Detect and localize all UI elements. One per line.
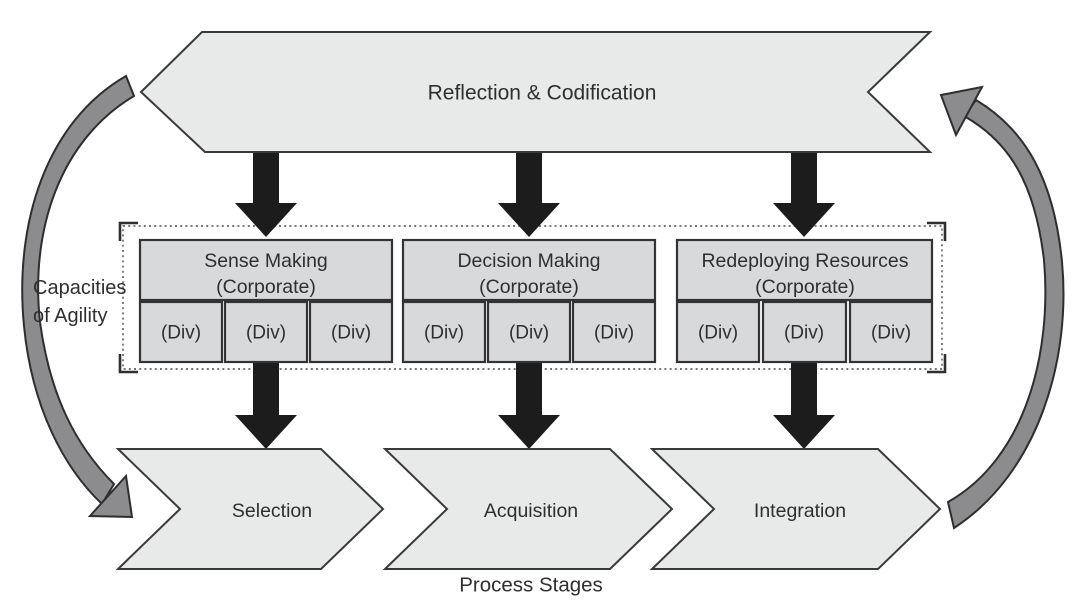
div-box [571,300,657,364]
div-box [401,300,487,364]
div-box [223,300,309,364]
group-subtitle: (Corporate) [479,276,579,298]
group-title: Decision Making [457,250,600,272]
reflection-banner-shape [139,31,933,153]
down-arrow-icon [498,153,560,237]
feedback-arrow-right-band [946,98,1065,530]
group-subtitle: (Corporate) [755,276,855,298]
div-label: (Div) [246,323,286,344]
div-box [848,300,934,364]
div-box [761,300,848,364]
down-arrow-icon [235,153,297,237]
stage-selection: Selection [115,448,385,570]
feedback-arrow-left-icon [21,74,136,519]
div-label: (Div) [331,323,371,344]
capacities-boundary-corner-marks [118,221,947,374]
group-subtitle: (Corporate) [216,276,316,298]
group-header-box [138,238,394,302]
stage-integration: Integration [649,448,942,570]
div-box [308,300,394,364]
reflection-banner-label: Reflection & Codification [428,82,657,105]
group-redeploying-resources: Redeploying Resources (Corporate) (Div) … [675,238,934,364]
div-label: (Div) [784,323,824,344]
process-stages-label: Process Stages [459,574,603,597]
stage-chevron-shape [649,448,942,570]
down-arrow-icon [773,153,835,237]
group-sense-making: Sense Making (Corporate) (Div) (Div) (Di… [138,238,394,364]
stage-label: Selection [232,500,312,522]
stage-chevron-shape [382,448,674,570]
stage-chevron-shape [115,448,385,570]
feedback-arrow-right-icon [939,85,1065,530]
group-title: Sense Making [204,250,328,272]
feedback-arrow-right-head [939,85,984,138]
capacities-boundary [122,225,943,370]
div-label: (Div) [594,323,634,344]
stage-label: Acquisition [484,500,578,522]
group-header-box [401,238,657,302]
capacities-label-line2: of Agility [33,305,107,327]
feedback-arrow-left-head [87,473,134,519]
div-label: (Div) [871,323,911,344]
div-box [675,300,761,364]
div-label: (Div) [424,323,464,344]
stage-label: Integration [754,500,846,522]
group-title: Redeploying Resources [701,250,908,272]
div-label: (Div) [161,323,201,344]
down-arrow-icon [773,360,835,449]
down-arrow-icon [235,360,297,449]
div-label: (Div) [509,323,549,344]
stage-acquisition: Acquisition [382,448,674,570]
down-arrow-icon [498,360,560,449]
div-box [138,300,224,364]
div-label: (Div) [698,323,738,344]
group-decision-making: Decision Making (Corporate) (Div) (Div) … [401,238,657,364]
group-header-box [675,238,934,302]
capacities-label-line1: Capacities [33,277,126,299]
div-box [486,300,572,364]
